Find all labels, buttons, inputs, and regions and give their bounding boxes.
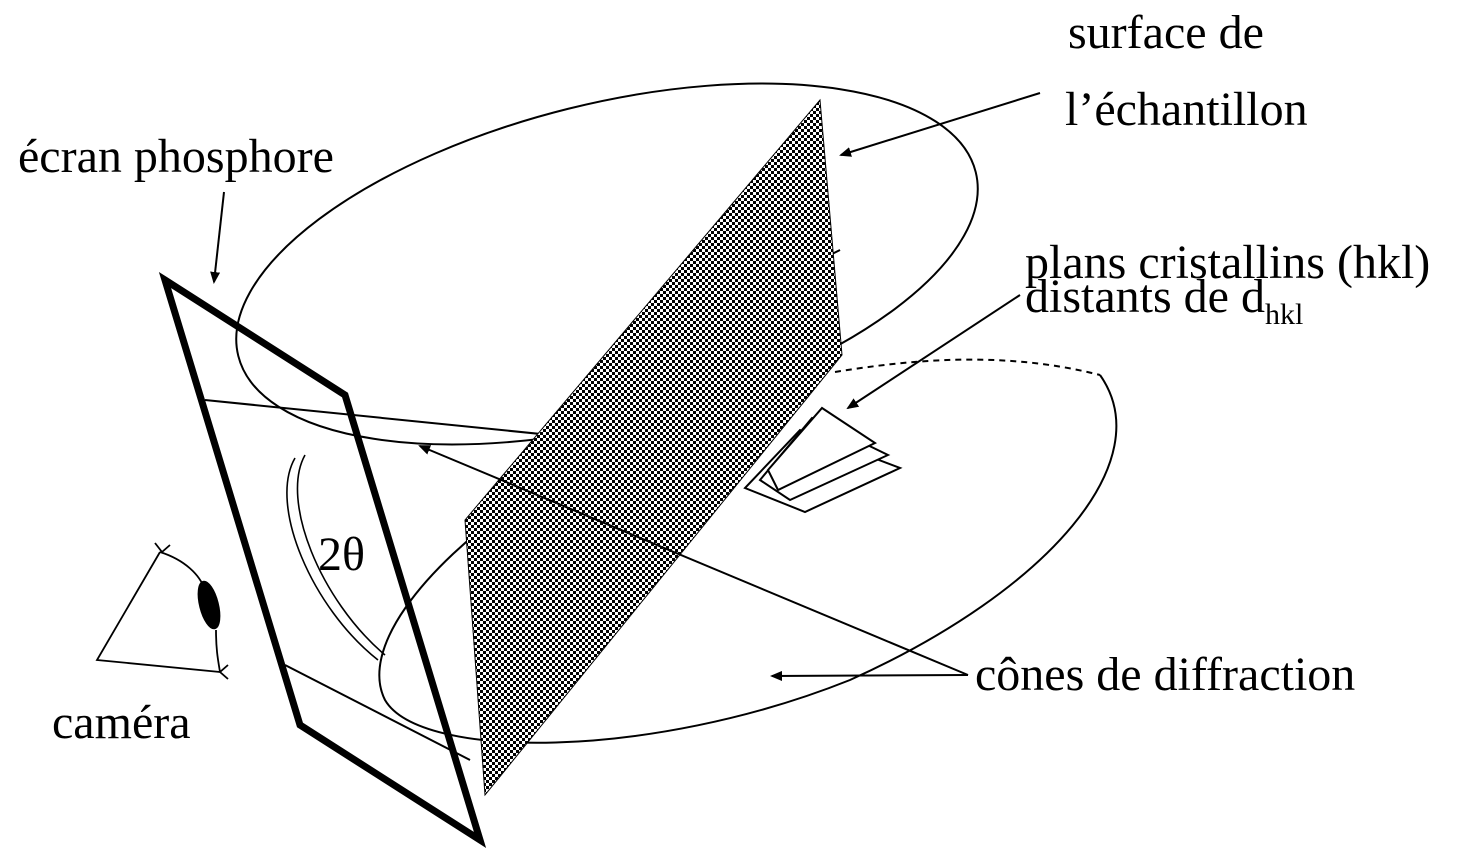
label-planes-distance: distants de d — [1025, 270, 1265, 323]
label-planes-subscript: hkl — [1265, 298, 1303, 331]
kikuchi-band-outer — [296, 454, 386, 656]
camera-lens-icon — [197, 580, 221, 630]
label-diffraction-cones: cônes de diffraction — [975, 648, 1355, 701]
lower-diffraction-cone — [378, 374, 1118, 744]
arrow-to-phosphor-screen — [210, 191, 225, 284]
phosphor-screen — [158, 271, 487, 849]
arrow-to-sample-surface — [839, 92, 1041, 157]
arrow-to-crystal-planes — [846, 294, 1021, 410]
label-crystal-planes-line2: distants de dhkl — [1025, 270, 1303, 331]
sample-surface — [464, 98, 843, 797]
camera — [95, 542, 229, 680]
lower-cone-hidden-edge — [834, 358, 1101, 376]
label-phosphor-screen: écran phosphore — [18, 130, 334, 183]
label-camera: caméra — [52, 696, 191, 749]
arrow-to-upper-cone — [418, 445, 969, 676]
label-crystal-planes-line1: plans cristallins (hkl) — [1025, 236, 1430, 289]
cone-ray-lower — [284, 664, 471, 761]
cone-ray-upper — [204, 399, 601, 441]
label-surface-line1: surface de — [1068, 6, 1264, 59]
kikuchi-band-inner — [286, 457, 379, 661]
label-angle-two-theta: 2θ — [318, 528, 365, 581]
crystal-planes — [743, 406, 903, 514]
label-surface-line2: l’échantillon — [1065, 83, 1308, 136]
arrow-to-lower-cone — [770, 670, 969, 681]
